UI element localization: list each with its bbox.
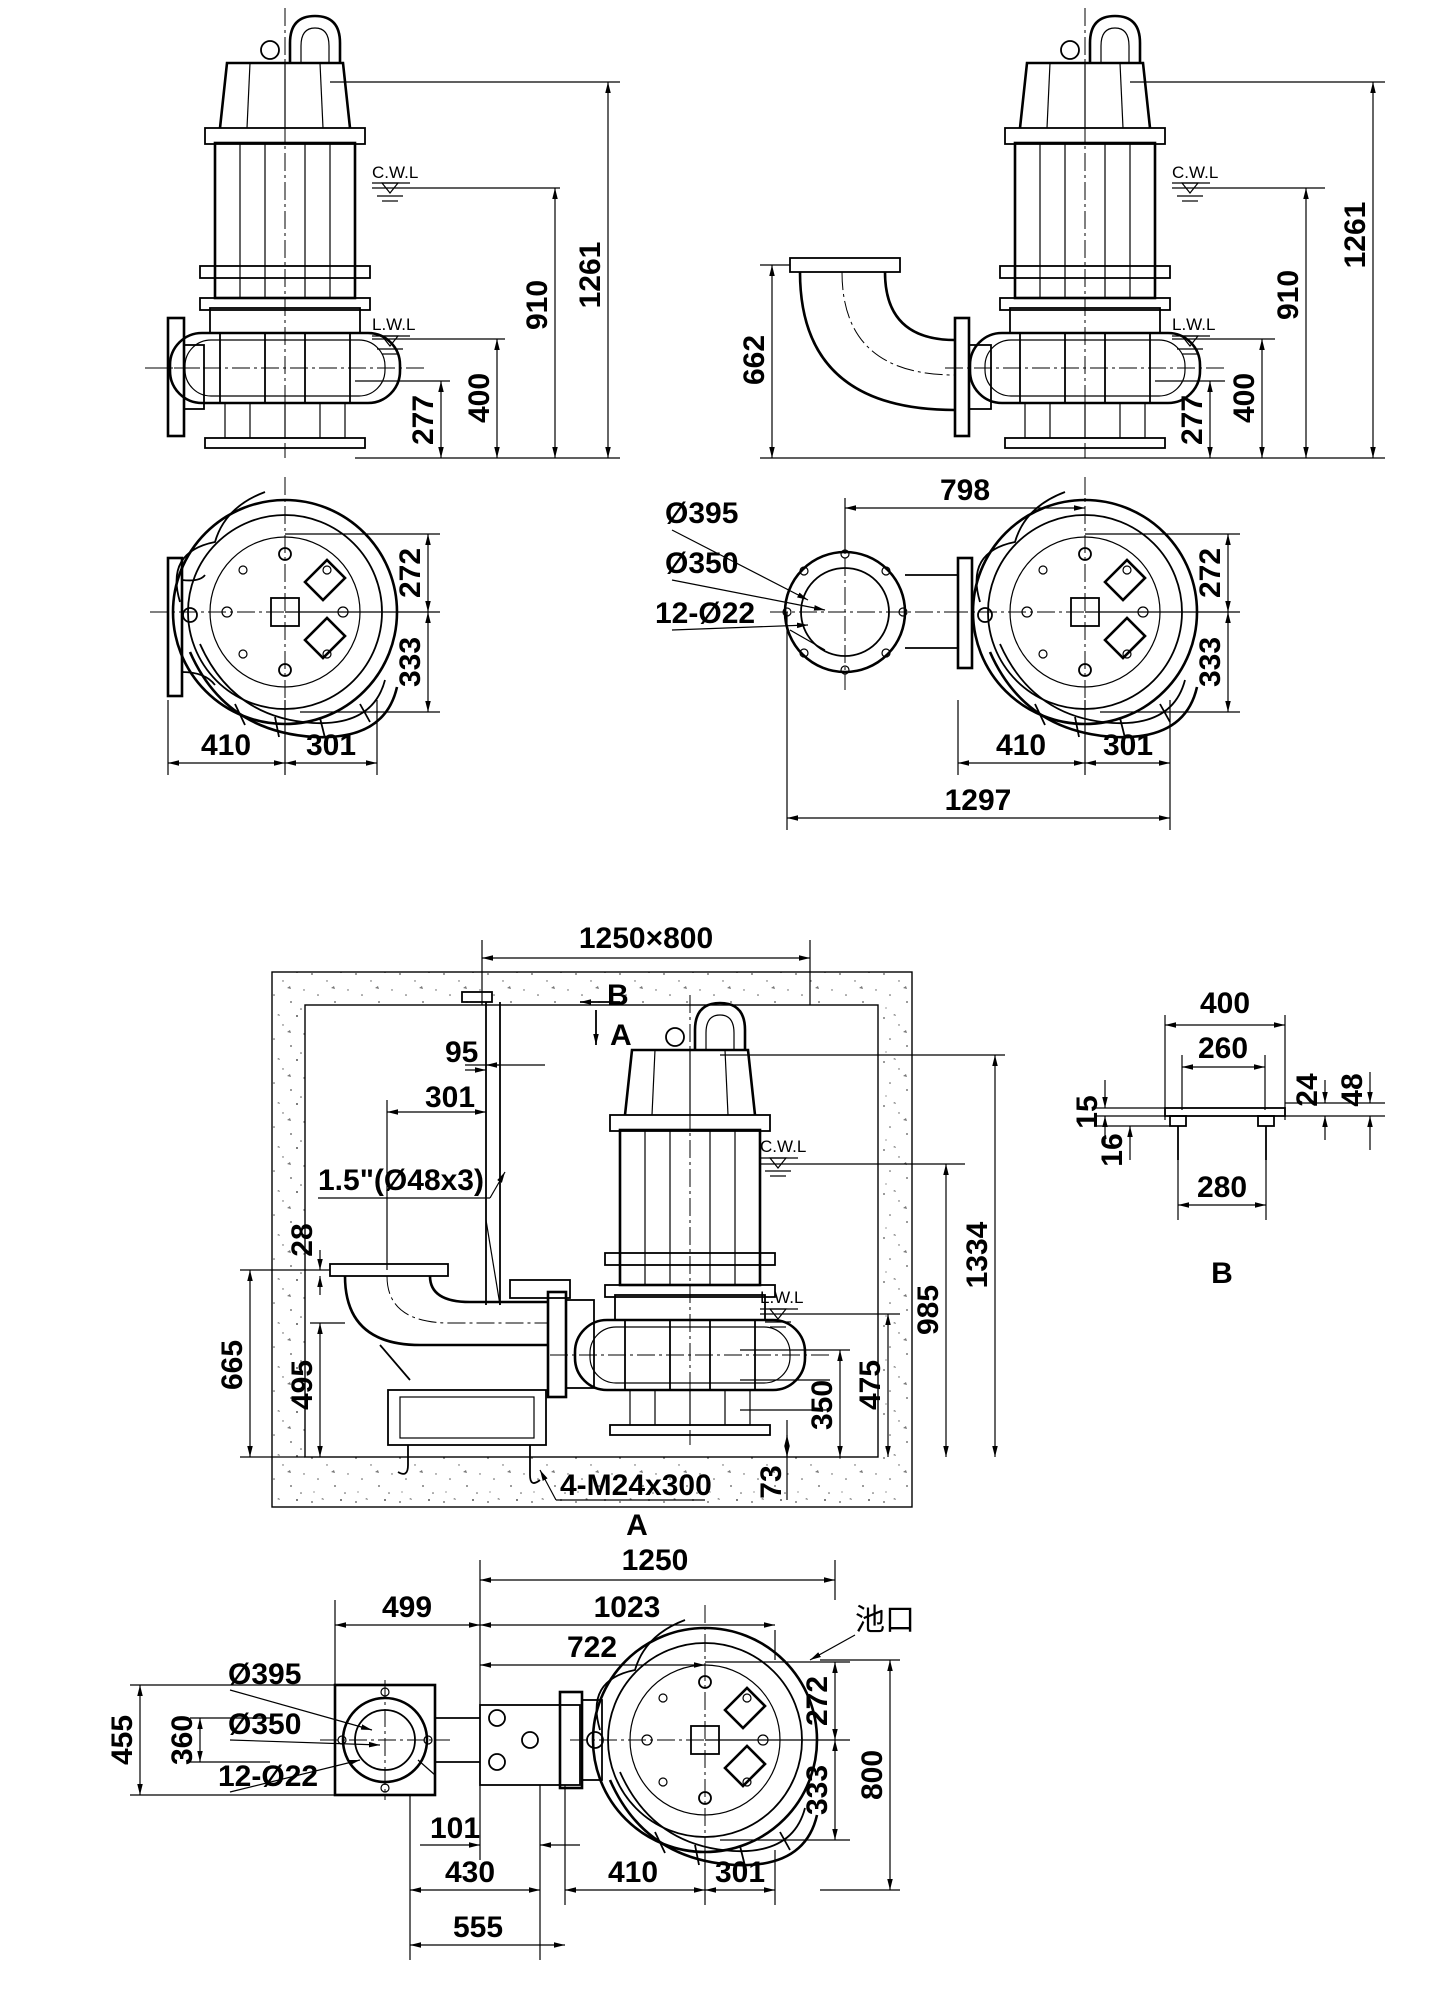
- dim-301-p2: 301: [1103, 729, 1153, 762]
- lwl-marker-1: L.W.L: [372, 315, 505, 355]
- dim-400-v2: 400: [1228, 373, 1261, 423]
- dim-1261-v1: 1261: [574, 242, 607, 309]
- svg-text:L.W.L: L.W.L: [372, 315, 415, 334]
- detail-b-label: B: [1211, 1257, 1233, 1290]
- dim-1023-a: 1023: [594, 1591, 661, 1624]
- plan-view-2: Ø395 Ø350 12-Ø22 798 272 333 410 301 129…: [655, 474, 1240, 830]
- dim-301-a: 301: [715, 1856, 765, 1889]
- label-o350-p2: Ø350: [665, 547, 738, 580]
- dim-910-v1: 910: [521, 280, 554, 330]
- dim-73: 73: [755, 1465, 788, 1498]
- dim-1334: 1334: [961, 1221, 994, 1288]
- dim-798: 798: [940, 474, 990, 507]
- label-holes-a: 12-Ø22: [218, 1760, 318, 1793]
- cwl-marker-2: C.W.L: [1172, 163, 1325, 202]
- svg-text:L.W.L: L.W.L: [760, 1288, 803, 1307]
- dim-277-v2: 277: [1176, 395, 1209, 445]
- label-o395-a: Ø395: [228, 1658, 301, 1691]
- dim-48-b: 48: [1336, 1073, 1369, 1106]
- dim-455-a: 455: [106, 1715, 139, 1765]
- dim-430-a: 430: [445, 1856, 495, 1889]
- lwl-marker-2: L.W.L: [1172, 315, 1275, 355]
- dim-400-v1: 400: [463, 373, 496, 423]
- dim-101-a: 101: [430, 1812, 480, 1845]
- dim-410-p2: 410: [996, 729, 1046, 762]
- dim-15-b: 15: [1071, 1095, 1104, 1128]
- dim-985: 985: [912, 1285, 945, 1335]
- svg-text:C.W.L: C.W.L: [760, 1137, 806, 1156]
- plan-view-1: 272 333 410 301: [148, 475, 440, 775]
- marker-b: B: [607, 979, 629, 1012]
- dim-24-b: 24: [1291, 1073, 1324, 1107]
- dim-260-b: 260: [1198, 1032, 1248, 1065]
- dim-333-a: 333: [801, 1765, 834, 1815]
- dim-1297: 1297: [945, 784, 1012, 817]
- dim-95: 95: [445, 1036, 478, 1069]
- svg-text:C.W.L: C.W.L: [372, 163, 418, 182]
- label-guide-pipe: 1.5"(Ø48x3): [318, 1164, 484, 1197]
- cwl-marker-section: C.W.L: [760, 1137, 965, 1177]
- dim-662: 662: [738, 335, 771, 385]
- dim-272-p1: 272: [394, 548, 427, 598]
- svg-text:C.W.L: C.W.L: [1172, 163, 1218, 182]
- dim-910-v2: 910: [1272, 270, 1305, 320]
- view-a-label: A: [626, 1509, 648, 1542]
- elevation-view-2: C.W.L L.W.L 1261 910 400 277 662: [738, 6, 1385, 460]
- elevation-view-1: C.W.L L.W.L 1261 910 400 277: [143, 6, 620, 460]
- label-pool-opening: 池口: [855, 1604, 915, 1637]
- dim-16-b: 16: [1096, 1133, 1129, 1166]
- dim-1261-v2: 1261: [1339, 202, 1372, 269]
- dim-722-a: 722: [567, 1631, 617, 1664]
- dim-665: 665: [216, 1340, 249, 1390]
- dim-410-a: 410: [608, 1856, 658, 1889]
- dim-333-p1: 333: [394, 637, 427, 687]
- dim-555-a: 555: [453, 1911, 503, 1944]
- dim-400-b: 400: [1200, 987, 1250, 1020]
- dim-28: 28: [286, 1223, 319, 1256]
- label-o350-a: Ø350: [228, 1708, 301, 1741]
- marker-a: A: [610, 1019, 632, 1052]
- svg-text:L.W.L: L.W.L: [1172, 315, 1215, 334]
- dim-410-p1: 410: [201, 729, 251, 762]
- dim-360-a: 360: [166, 1715, 199, 1765]
- dim-277-v1: 277: [407, 395, 440, 445]
- dim-800-a: 800: [856, 1750, 889, 1800]
- dim-272-p2: 272: [1194, 548, 1227, 598]
- dim-333-p2: 333: [1194, 637, 1227, 687]
- dim-499-a: 499: [382, 1591, 432, 1624]
- pit-section-view: 1250×800 B A 95 301 1.5"(Ø48x3) C.W.L L.…: [216, 922, 1005, 1508]
- dim-272-a: 272: [801, 1676, 834, 1726]
- dim-pit-size: 1250×800: [579, 922, 713, 955]
- cwl-marker-1: C.W.L: [372, 163, 560, 202]
- label-anchor-bolts: 4-M24x300: [560, 1469, 712, 1502]
- dim-301-p1: 301: [306, 729, 356, 762]
- dim-280-b: 280: [1197, 1171, 1247, 1204]
- label-o395-p2: Ø395: [665, 497, 738, 530]
- dim-301-section: 301: [425, 1081, 475, 1114]
- plan-view-a: A 1250 499 1023 722 池口 Ø395 Ø350 12-Ø22 …: [106, 1509, 915, 1960]
- dim-1250-a: 1250: [622, 1544, 689, 1577]
- dim-495: 495: [286, 1360, 319, 1410]
- dim-350: 350: [806, 1380, 839, 1430]
- dim-475: 475: [854, 1360, 887, 1410]
- detail-b-view: 400 260 280 15 16 24 48 B: [1071, 987, 1385, 1290]
- label-holes-p2: 12-Ø22: [655, 597, 755, 630]
- lwl-marker-section: L.W.L: [760, 1288, 900, 1328]
